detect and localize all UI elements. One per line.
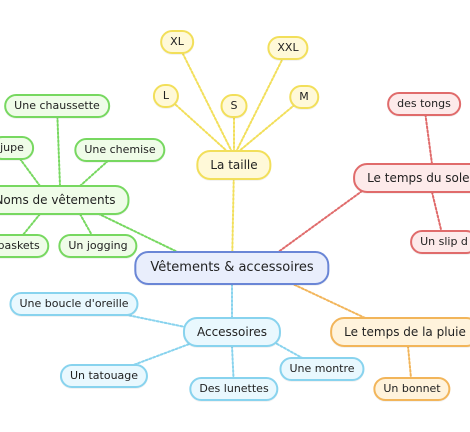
node-des-tongs[interactable]: des tongs	[387, 92, 461, 116]
center-topic[interactable]: Vêtements & accessoires	[134, 251, 330, 285]
branch-noms-de-vetements[interactable]: Noms de vêtements	[0, 185, 130, 215]
node-un-tatouage[interactable]: Un tatouage	[59, 364, 149, 388]
link-taille-xl	[176, 41, 233, 153]
node-une-chaussette[interactable]: Une chaussette	[4, 94, 110, 118]
link-noms-chaussette	[56, 105, 61, 187]
link-taille-l	[165, 95, 229, 153]
branch-le-temps-de-la-pluie[interactable]: Le temps de la pluie	[330, 317, 470, 347]
branch-la-taille[interactable]: La taille	[196, 150, 272, 180]
node-l[interactable]: L	[152, 84, 180, 108]
node-m[interactable]: M	[289, 85, 319, 109]
branch-le-temps-du-soleil[interactable]: Le temps du solei	[353, 163, 470, 193]
node-un-jogging[interactable]: Un jogging	[58, 234, 138, 258]
node-une-boucle-doreille[interactable]: Une boucle d'oreille	[9, 292, 139, 316]
node-une-chemise[interactable]: Une chemise	[74, 138, 166, 162]
node-s[interactable]: S	[220, 94, 248, 118]
node-xxl[interactable]: XXL	[267, 36, 309, 60]
node-xl[interactable]: XL	[160, 30, 194, 54]
node-un-slip[interactable]: Un slip d	[410, 230, 470, 254]
link-center-la-taille	[231, 164, 235, 269]
node-des-lunettes[interactable]: Des lunettes	[189, 377, 279, 401]
node-jupe[interactable]: jupe	[0, 136, 34, 160]
node-une-montre[interactable]: Une montre	[279, 357, 365, 381]
node-un-bonnet[interactable]: Un bonnet	[373, 377, 451, 401]
branch-accessoires[interactable]: Accessoires	[182, 317, 282, 347]
node-baskets[interactable]: s baskets	[0, 234, 50, 258]
link-taille-xxl	[235, 47, 289, 153]
